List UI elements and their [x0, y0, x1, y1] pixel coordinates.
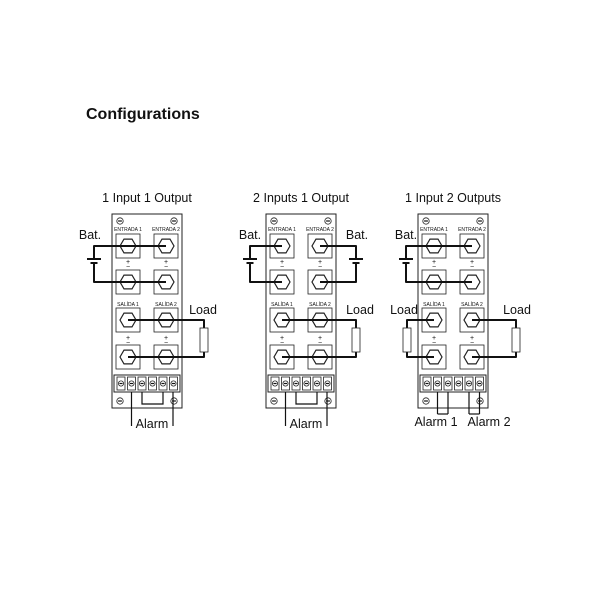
config-title: 1 Input 1 Output: [102, 191, 192, 205]
plus-sign: +: [432, 259, 436, 266]
output-2-label: SALÍDA 2: [309, 301, 331, 308]
alarm-2-label: Alarm 2: [467, 415, 510, 429]
config-title: 2 Inputs 1 Output: [253, 191, 349, 205]
load-left-resistor: [402, 327, 412, 353]
minus-sign: −: [432, 340, 436, 347]
load-resistor: [199, 327, 209, 353]
load-label: Load: [189, 303, 217, 317]
minus-sign: −: [318, 340, 322, 347]
load-right-negative-wire: [472, 352, 517, 358]
load-positive-wire: [282, 319, 357, 328]
load-negative-wire: [128, 352, 205, 358]
load-positive-wire: [128, 319, 205, 328]
alarm-label: Alarm: [136, 417, 169, 431]
output-1-label: SALÍDA 1: [117, 301, 139, 308]
input-2-label: ENTRADA 2: [306, 227, 334, 233]
minus-sign: −: [432, 264, 436, 271]
minus-sign: −: [164, 264, 168, 271]
minus-sign: −: [470, 264, 474, 271]
minus-sign: −: [470, 340, 474, 347]
load-resistor: [351, 327, 361, 353]
plus-sign: +: [126, 335, 130, 342]
minus-sign: −: [126, 340, 130, 347]
load-left-negative-wire: [406, 352, 434, 358]
battery-label: Bat.: [79, 228, 101, 242]
page-title: Configurations: [86, 106, 200, 123]
battery-left-label: Bat.: [239, 228, 261, 242]
load-label: Load: [346, 303, 374, 317]
plus-sign: +: [470, 335, 474, 342]
minus-sign: −: [318, 264, 322, 271]
minus-sign: −: [280, 264, 284, 271]
battery-negative-wire: [405, 270, 472, 283]
plus-sign: +: [432, 335, 436, 342]
battery-right-negative-wire: [320, 270, 357, 283]
load-right-resistor: [511, 327, 521, 353]
output-1-label: SALÍDA 1: [423, 301, 445, 308]
input-1-label: ENTRADA 1: [268, 227, 296, 233]
output-2-label: SALÍDA 2: [461, 301, 483, 308]
plus-sign: +: [164, 335, 168, 342]
battery-right-label: Bat.: [346, 228, 368, 242]
battery-negative-wire: [93, 270, 166, 283]
minus-sign: −: [280, 340, 284, 347]
plus-sign: +: [280, 259, 284, 266]
plus-sign: +: [470, 259, 474, 266]
alarm-jumper: [295, 392, 318, 405]
input-1-label: ENTRADA 1: [420, 227, 448, 233]
battery-label: Bat.: [395, 228, 417, 242]
battery-left-positive-wire: [249, 245, 282, 252]
load-left-positive-wire: [406, 319, 434, 328]
plus-sign: +: [318, 259, 322, 266]
battery-positive-wire: [93, 245, 166, 252]
plus-sign: +: [126, 259, 130, 266]
input-2-label: ENTRADA 2: [458, 227, 486, 233]
output-2-label: SALÍDA 2: [155, 301, 177, 308]
plus-sign: +: [164, 259, 168, 266]
load-left-label: Load: [390, 303, 418, 317]
minus-sign: −: [126, 264, 130, 271]
config-title: 1 Input 2 Outputs: [405, 191, 501, 205]
alarm-label: Alarm: [290, 417, 323, 431]
minus-sign: −: [164, 340, 168, 347]
load-right-positive-wire: [472, 319, 517, 328]
alarm-jumper: [141, 392, 164, 405]
load-negative-wire: [282, 352, 357, 358]
battery-right-positive-wire: [320, 245, 357, 252]
battery-positive-wire: [405, 245, 472, 252]
input-1-label: ENTRADA 1: [114, 227, 142, 233]
load-right-label: Load: [503, 303, 531, 317]
alarm-1-label: Alarm 1: [414, 415, 457, 429]
input-2-label: ENTRADA 2: [152, 227, 180, 233]
battery-left-negative-wire: [249, 270, 282, 283]
output-1-label: SALÍDA 1: [271, 301, 293, 308]
plus-sign: +: [318, 335, 322, 342]
plus-sign: +: [280, 335, 284, 342]
